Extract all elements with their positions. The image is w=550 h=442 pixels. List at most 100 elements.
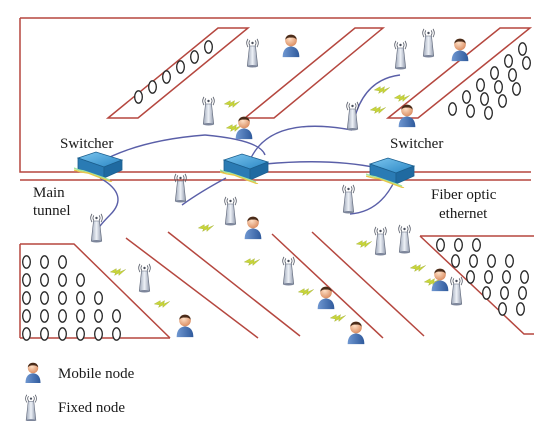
rock-ring [483, 270, 494, 284]
rock-ring [501, 270, 512, 284]
mobile-node-person-icon [244, 216, 262, 240]
rock-ring [175, 60, 186, 74]
rock-ring [57, 273, 68, 287]
rock-ring [75, 291, 86, 305]
rock-ring [515, 302, 526, 316]
rock-ring [57, 309, 68, 323]
rock-ring [475, 78, 486, 92]
switcher-label-right: Switcher [390, 136, 443, 152]
fixed-node-antenna-icon [342, 184, 355, 214]
rock-ring [468, 254, 479, 268]
fixed-node-antenna-icon [374, 226, 387, 256]
wireless-link-icon [394, 94, 410, 102]
rock-ring [519, 270, 530, 284]
rock-ring [511, 82, 522, 96]
rock-ring [450, 254, 461, 268]
cable-fixed-up-right [351, 74, 401, 131]
upper-branch-wall-1 [105, 27, 251, 119]
rock-ring [517, 42, 528, 56]
wireless-link-icon [154, 300, 170, 308]
upper-branch-wall-2 [242, 27, 386, 119]
rock-ring [189, 50, 200, 64]
wireless-link-icon [410, 264, 426, 272]
cable-switch2-fixed-up [249, 125, 353, 161]
main-tunnel-label-line2: tunnel [33, 203, 71, 219]
rock-ring [493, 80, 504, 94]
cable-switch2-fixed-lower [181, 177, 227, 206]
rock-ring [39, 255, 50, 269]
rock-ring [465, 104, 476, 118]
lower-branch-wall-1a [20, 243, 171, 339]
rock-ring [497, 302, 508, 316]
rock-ring [504, 254, 515, 268]
fixed-node-antenna-icon [422, 28, 435, 58]
rock-ring [483, 106, 494, 120]
rock-ring [147, 80, 158, 94]
cable-switch3-fixed [349, 179, 396, 215]
rock-ring [75, 309, 86, 323]
legend-fixed-label: Fixed node [58, 400, 125, 416]
wireless-link-icon [110, 268, 126, 276]
fixed-node-antenna-icon [202, 96, 215, 126]
fixed-node-antenna-icon [174, 173, 187, 203]
mobile-node-person-icon [25, 362, 41, 383]
wireless-link-icon [244, 258, 260, 266]
fixed-node-antenna-icon [90, 213, 103, 243]
fixed-node-antenna-icon [394, 40, 407, 70]
lower-branch-wall-3b [311, 231, 425, 337]
fixed-node-antenna-icon [450, 276, 463, 306]
rock-ring [57, 291, 68, 305]
rock-ring [435, 238, 446, 252]
rock-ring [133, 90, 144, 104]
rock-ring [39, 327, 50, 341]
fixed-node-antenna-icon [398, 224, 411, 254]
fixed-node-antenna-icon [25, 394, 37, 421]
rock-ring [481, 286, 492, 300]
rock-ring [39, 309, 50, 323]
rock-ring [93, 291, 104, 305]
rock-ring [93, 327, 104, 341]
rock-ring [75, 273, 86, 287]
lower-branch-wall-2b [167, 231, 301, 337]
rock-ring [479, 92, 490, 106]
legend-mobile-label: Mobile node [58, 366, 135, 382]
rock-ring [453, 238, 464, 252]
mobile-node-person-icon [282, 34, 300, 58]
rock-ring [507, 68, 518, 82]
mobile-node-person-icon [451, 38, 469, 62]
rock-ring [111, 309, 122, 323]
rock-ring [111, 327, 122, 341]
legend: Mobile node Fixed node [25, 362, 135, 421]
cable-switch2-switch3 [264, 161, 379, 169]
switcher-label-left: Switcher [60, 136, 113, 152]
rock-ring [21, 327, 32, 341]
fixed-node-antenna-icon [282, 256, 295, 286]
rock-ring [161, 70, 172, 84]
rock-ring [39, 291, 50, 305]
fixed-node-antenna-icon [138, 263, 151, 293]
rock-ring [465, 270, 476, 284]
wireless-link-icon [330, 314, 346, 322]
lower-branch-wall-2a [125, 237, 259, 339]
fixed-node-antenna-icon [224, 196, 237, 226]
rock-ring [21, 255, 32, 269]
rock-ring [39, 273, 50, 287]
rock-ring [503, 54, 514, 68]
rock-ring [21, 291, 32, 305]
rock-ring [203, 40, 214, 54]
network-switches [74, 151, 415, 188]
rock-ring [497, 94, 508, 108]
main-tunnel-upper-wall [19, 18, 531, 173]
wireless-links [110, 86, 440, 322]
mobile-nodes [176, 34, 469, 345]
network-switch-icon [366, 157, 415, 188]
rock-ring [521, 56, 532, 70]
cable-fixed1-switch2 [204, 134, 266, 156]
rock-ring [471, 238, 482, 252]
main-tunnel-label-line1: Main [33, 185, 65, 201]
rock-ring [489, 66, 500, 80]
rock-ring [57, 255, 68, 269]
wireless-link-icon [298, 288, 314, 296]
lower-branch-wall-4b [419, 235, 534, 335]
